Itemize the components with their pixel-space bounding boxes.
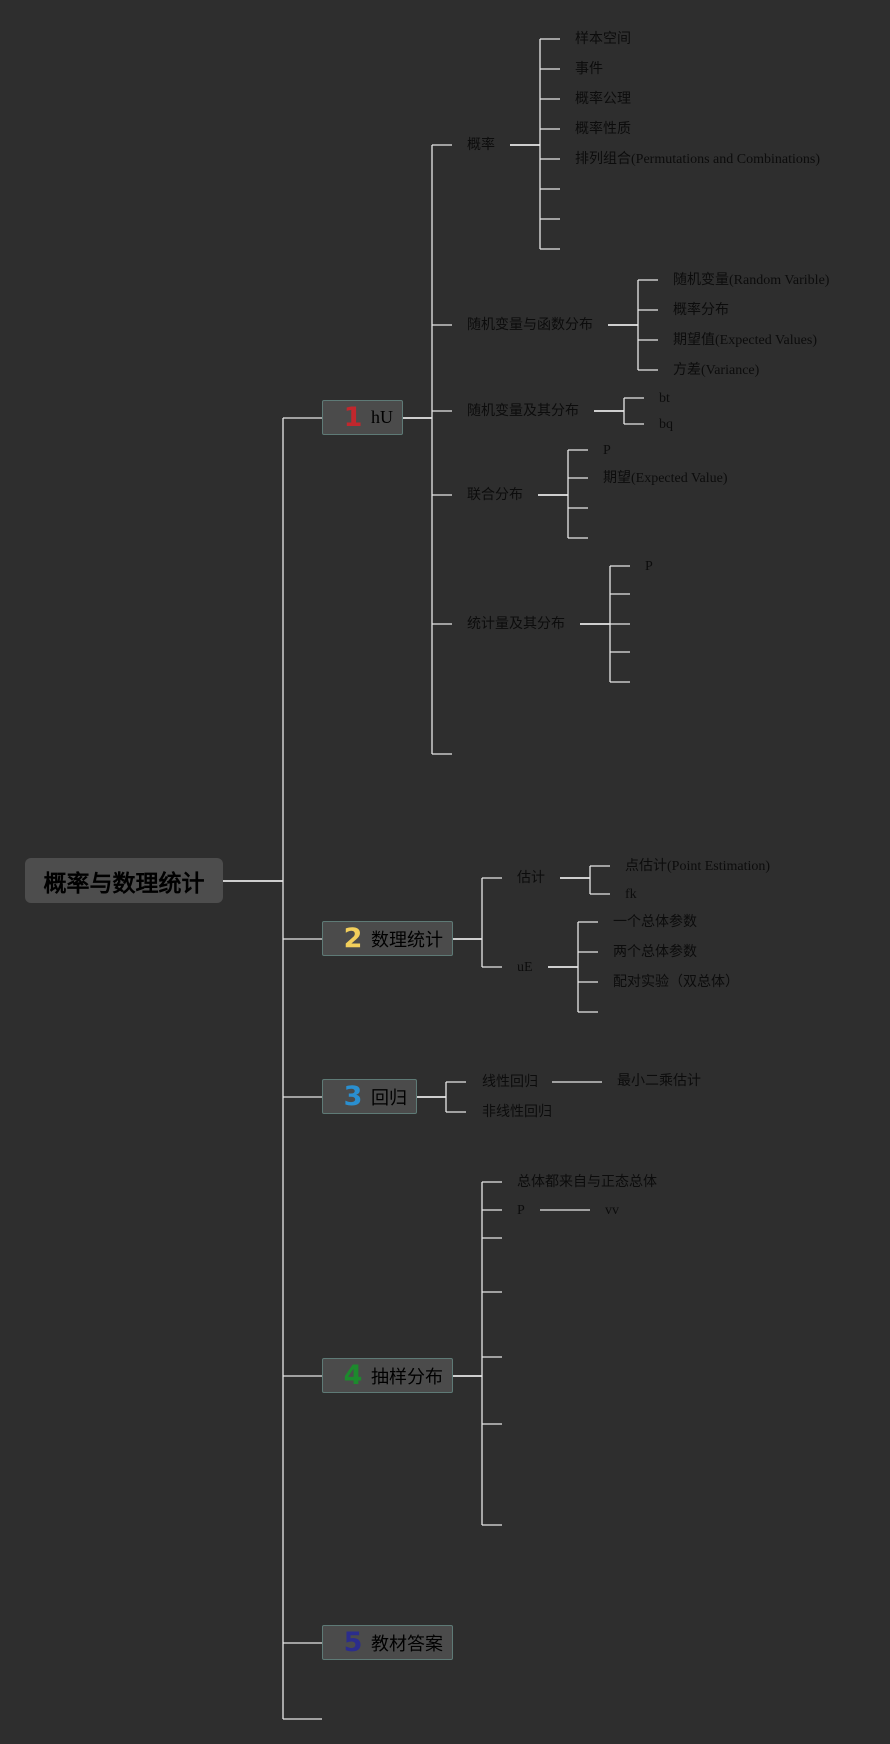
leaf-stat-p[interactable]: P — [645, 559, 653, 574]
topic-statistics-distribution[interactable]: 统计量及其分布 — [467, 617, 565, 632]
branch-4-number: 4 — [343, 1359, 363, 1391]
leaf-expected-values[interactable]: 期望值(Expected Values) — [673, 333, 817, 348]
leaf-permutations[interactable]: 排列组合(Permutations and Combinations) — [575, 152, 820, 167]
topic-linear-regression[interactable]: 线性回归 — [482, 1075, 538, 1090]
branch-3-node[interactable]: 3 回归 — [322, 1079, 417, 1114]
leaf-random-variable[interactable]: 随机变量(Random Varible) — [673, 273, 830, 288]
branch-4-node[interactable]: 4 抽样分布 — [322, 1358, 453, 1393]
leaf-expected-value[interactable]: 期望(Expected Value) — [603, 471, 728, 486]
leaf-probability-axioms[interactable]: 概率公理 — [575, 92, 631, 107]
branch-5-node[interactable]: 5 教材答案 — [322, 1625, 453, 1660]
branch-2-label: 数理统计 — [371, 929, 443, 951]
leaf-fk[interactable]: fk — [625, 887, 637, 902]
leaf-paired-experiment[interactable]: 配对实验（双总体） — [613, 975, 739, 990]
topic-normal-population[interactable]: 总体都来自与正态总体 — [517, 1175, 657, 1190]
branch-3-label: 回归 — [371, 1087, 407, 1109]
topic-probability[interactable]: 概率 — [467, 138, 495, 153]
leaf-variance[interactable]: 方差(Variance) — [673, 363, 760, 378]
leaf-probability-distribution[interactable]: 概率分布 — [673, 303, 729, 318]
topic-joint-distribution[interactable]: 联合分布 — [467, 488, 523, 503]
branch-1-label: hU — [371, 407, 393, 427]
leaf-two-populations[interactable]: 两个总体参数 — [613, 945, 697, 960]
leaf-bt[interactable]: bt — [659, 391, 670, 406]
leaf-one-population[interactable]: 一个总体参数 — [613, 915, 697, 930]
branch-1-number: 1 — [343, 401, 363, 433]
topic-hypothesis[interactable]: uE — [517, 960, 533, 975]
branch-4-label: 抽样分布 — [371, 1366, 443, 1388]
topic-sampling-p[interactable]: P — [517, 1203, 525, 1218]
topic-random-variable-distribution[interactable]: 随机变量及其分布 — [467, 404, 579, 419]
topic-estimation[interactable]: 估计 — [517, 871, 545, 886]
leaf-sample-space[interactable]: 样本空间 — [575, 32, 631, 47]
leaf-least-squares[interactable]: 最小二乘估计 — [617, 1074, 701, 1089]
branch-1-node[interactable]: 1 hU — [322, 400, 403, 435]
leaf-probability-properties[interactable]: 概率性质 — [575, 122, 631, 137]
leaf-point-estimation[interactable]: 点估计(Point Estimation) — [625, 859, 771, 874]
branch-3-number: 3 — [343, 1080, 363, 1112]
leaf-event[interactable]: 事件 — [575, 62, 603, 77]
branch-5-label: 教材答案 — [371, 1633, 443, 1655]
leaf-joint-p[interactable]: P — [603, 443, 611, 458]
branch-2-node[interactable]: 2 数理统计 — [322, 921, 453, 956]
branch-2-number: 2 — [343, 922, 363, 954]
topic-random-variable-functions[interactable]: 随机变量与函数分布 — [467, 318, 593, 333]
topic-nonlinear-regression[interactable]: 非线性回归 — [482, 1105, 552, 1120]
leaf-bq[interactable]: bq — [659, 417, 673, 432]
branch-5-number: 5 — [343, 1626, 363, 1658]
root-topic[interactable]: 概率与数理统计 — [25, 858, 223, 903]
leaf-vv[interactable]: vv — [605, 1203, 619, 1218]
